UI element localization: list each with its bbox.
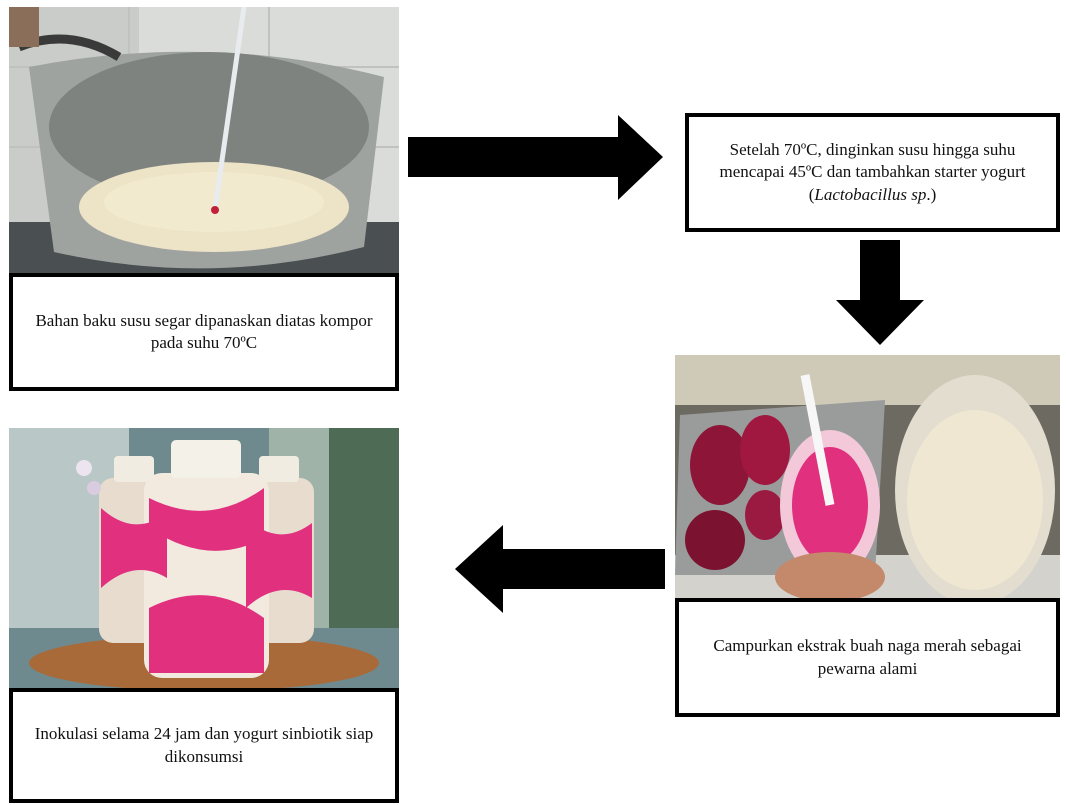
arrow-right-icon xyxy=(408,115,663,200)
step2-caption-species: Lactobacillus sp xyxy=(814,184,927,204)
step1-caption-text: Bahan baku susu segar dipanaskan diatas … xyxy=(35,310,373,352)
yogurt-bottles-photo xyxy=(9,428,399,690)
step2-caption-main: Setelah 70ºC, dinginkan susu hingga suhu… xyxy=(719,140,1026,204)
step2-caption-box: Setelah 70ºC, dinginkan susu hingga suhu… xyxy=(685,113,1060,232)
step4-caption-text: Inokulasi selama 24 jam dan yogurt sinbi… xyxy=(34,724,374,766)
step4-caption-box: Inokulasi selama 24 jam dan yogurt sinbi… xyxy=(9,688,399,803)
step2-caption-text: Setelah 70ºC, dinginkan susu hingga suhu… xyxy=(703,139,1042,205)
step2-caption-end: .) xyxy=(926,184,937,204)
dragon-fruit-mixing-photo xyxy=(675,355,1060,600)
arrow-down-icon xyxy=(836,240,924,345)
step3-caption-box: Campurkan ekstrak buah naga merah sebaga… xyxy=(675,598,1060,717)
step3-caption-text: Campurkan ekstrak buah naga merah sebaga… xyxy=(713,636,1022,678)
step1-caption-box: Bahan baku susu segar dipanaskan diatas … xyxy=(9,273,399,391)
arrow-left-icon xyxy=(455,525,665,613)
milk-heating-pot-photo xyxy=(9,7,399,275)
